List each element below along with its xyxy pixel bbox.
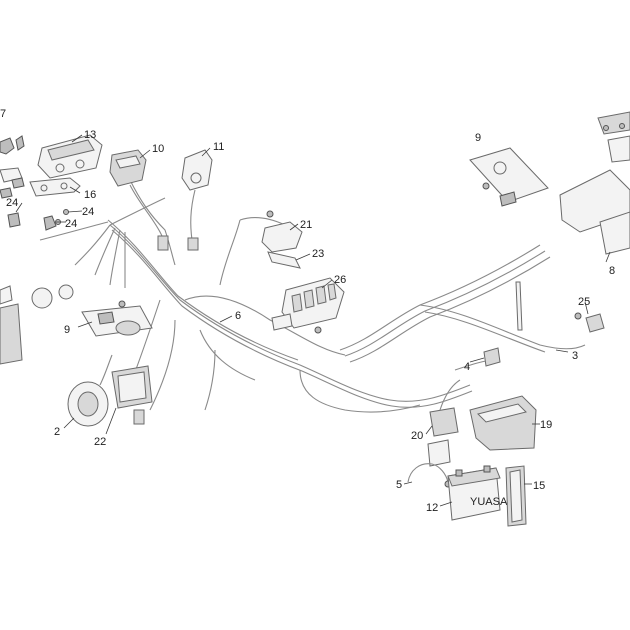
callout-6: 6 xyxy=(235,310,241,322)
battery-brand-label: YUASA xyxy=(470,496,508,508)
callout-4: 4 xyxy=(464,361,470,373)
callout-20: 20 xyxy=(411,430,423,442)
callout-25: 25 xyxy=(578,296,590,308)
voltage-regulator-part xyxy=(111,365,153,425)
tail-light-9-part xyxy=(469,147,549,207)
wire-lead-5-part xyxy=(407,463,452,488)
headlight-bulb-part xyxy=(0,284,74,365)
main-wiring-harness xyxy=(39,179,586,413)
callout-2: 2 xyxy=(54,426,60,438)
fuse-box-part xyxy=(271,277,345,334)
indicator-9-left-part xyxy=(81,300,153,337)
battery-cover-part xyxy=(469,395,537,451)
left-handlebar-switch-part xyxy=(109,149,169,251)
relay-21-part xyxy=(261,210,303,253)
cable-tie-part xyxy=(515,281,523,331)
connector-4-part xyxy=(483,347,501,367)
callout-10: 10 xyxy=(152,143,164,155)
screws-24-part xyxy=(7,209,69,231)
bracket-part xyxy=(0,177,81,199)
callout-24-a: 24 xyxy=(6,197,18,209)
callout-23: 23 xyxy=(312,248,324,260)
callout-22: 22 xyxy=(94,436,106,448)
callout-3: 3 xyxy=(572,350,578,362)
callout-16: 16 xyxy=(84,189,96,201)
callout-19: 19 xyxy=(540,419,552,431)
leader-lines xyxy=(15,134,611,507)
callout-9-right: 9 xyxy=(475,132,481,144)
callout-13: 13 xyxy=(84,129,96,141)
bracket-23-part xyxy=(267,251,301,269)
callout-5: 5 xyxy=(396,479,402,491)
callout-24-c: 24 xyxy=(65,218,77,230)
instrument-cluster-part xyxy=(37,134,103,179)
callout-9-left: 9 xyxy=(64,324,70,336)
callout-11: 11 xyxy=(213,141,224,153)
callout-21: 21 xyxy=(300,219,312,231)
ignition-switch-part xyxy=(0,135,25,183)
callout-24-b: 24 xyxy=(82,206,94,218)
callout-7: 7 xyxy=(0,108,6,120)
battery-strap-part xyxy=(505,465,527,527)
right-handlebar-switch-part xyxy=(181,149,213,251)
callout-labels: 7 13 10 11 16 24 24 24 21 23 26 9 6 9 25… xyxy=(0,108,615,514)
callout-8: 8 xyxy=(609,265,615,277)
callout-26: 26 xyxy=(334,274,346,286)
callout-12: 12 xyxy=(426,502,438,514)
rear-light-8-part xyxy=(559,111,630,255)
horn-part xyxy=(67,354,113,427)
callout-15: 15 xyxy=(533,480,545,492)
sensor-25-part xyxy=(574,312,605,333)
starter-relay-part xyxy=(427,379,461,467)
battery-part: YUASA xyxy=(447,465,508,521)
